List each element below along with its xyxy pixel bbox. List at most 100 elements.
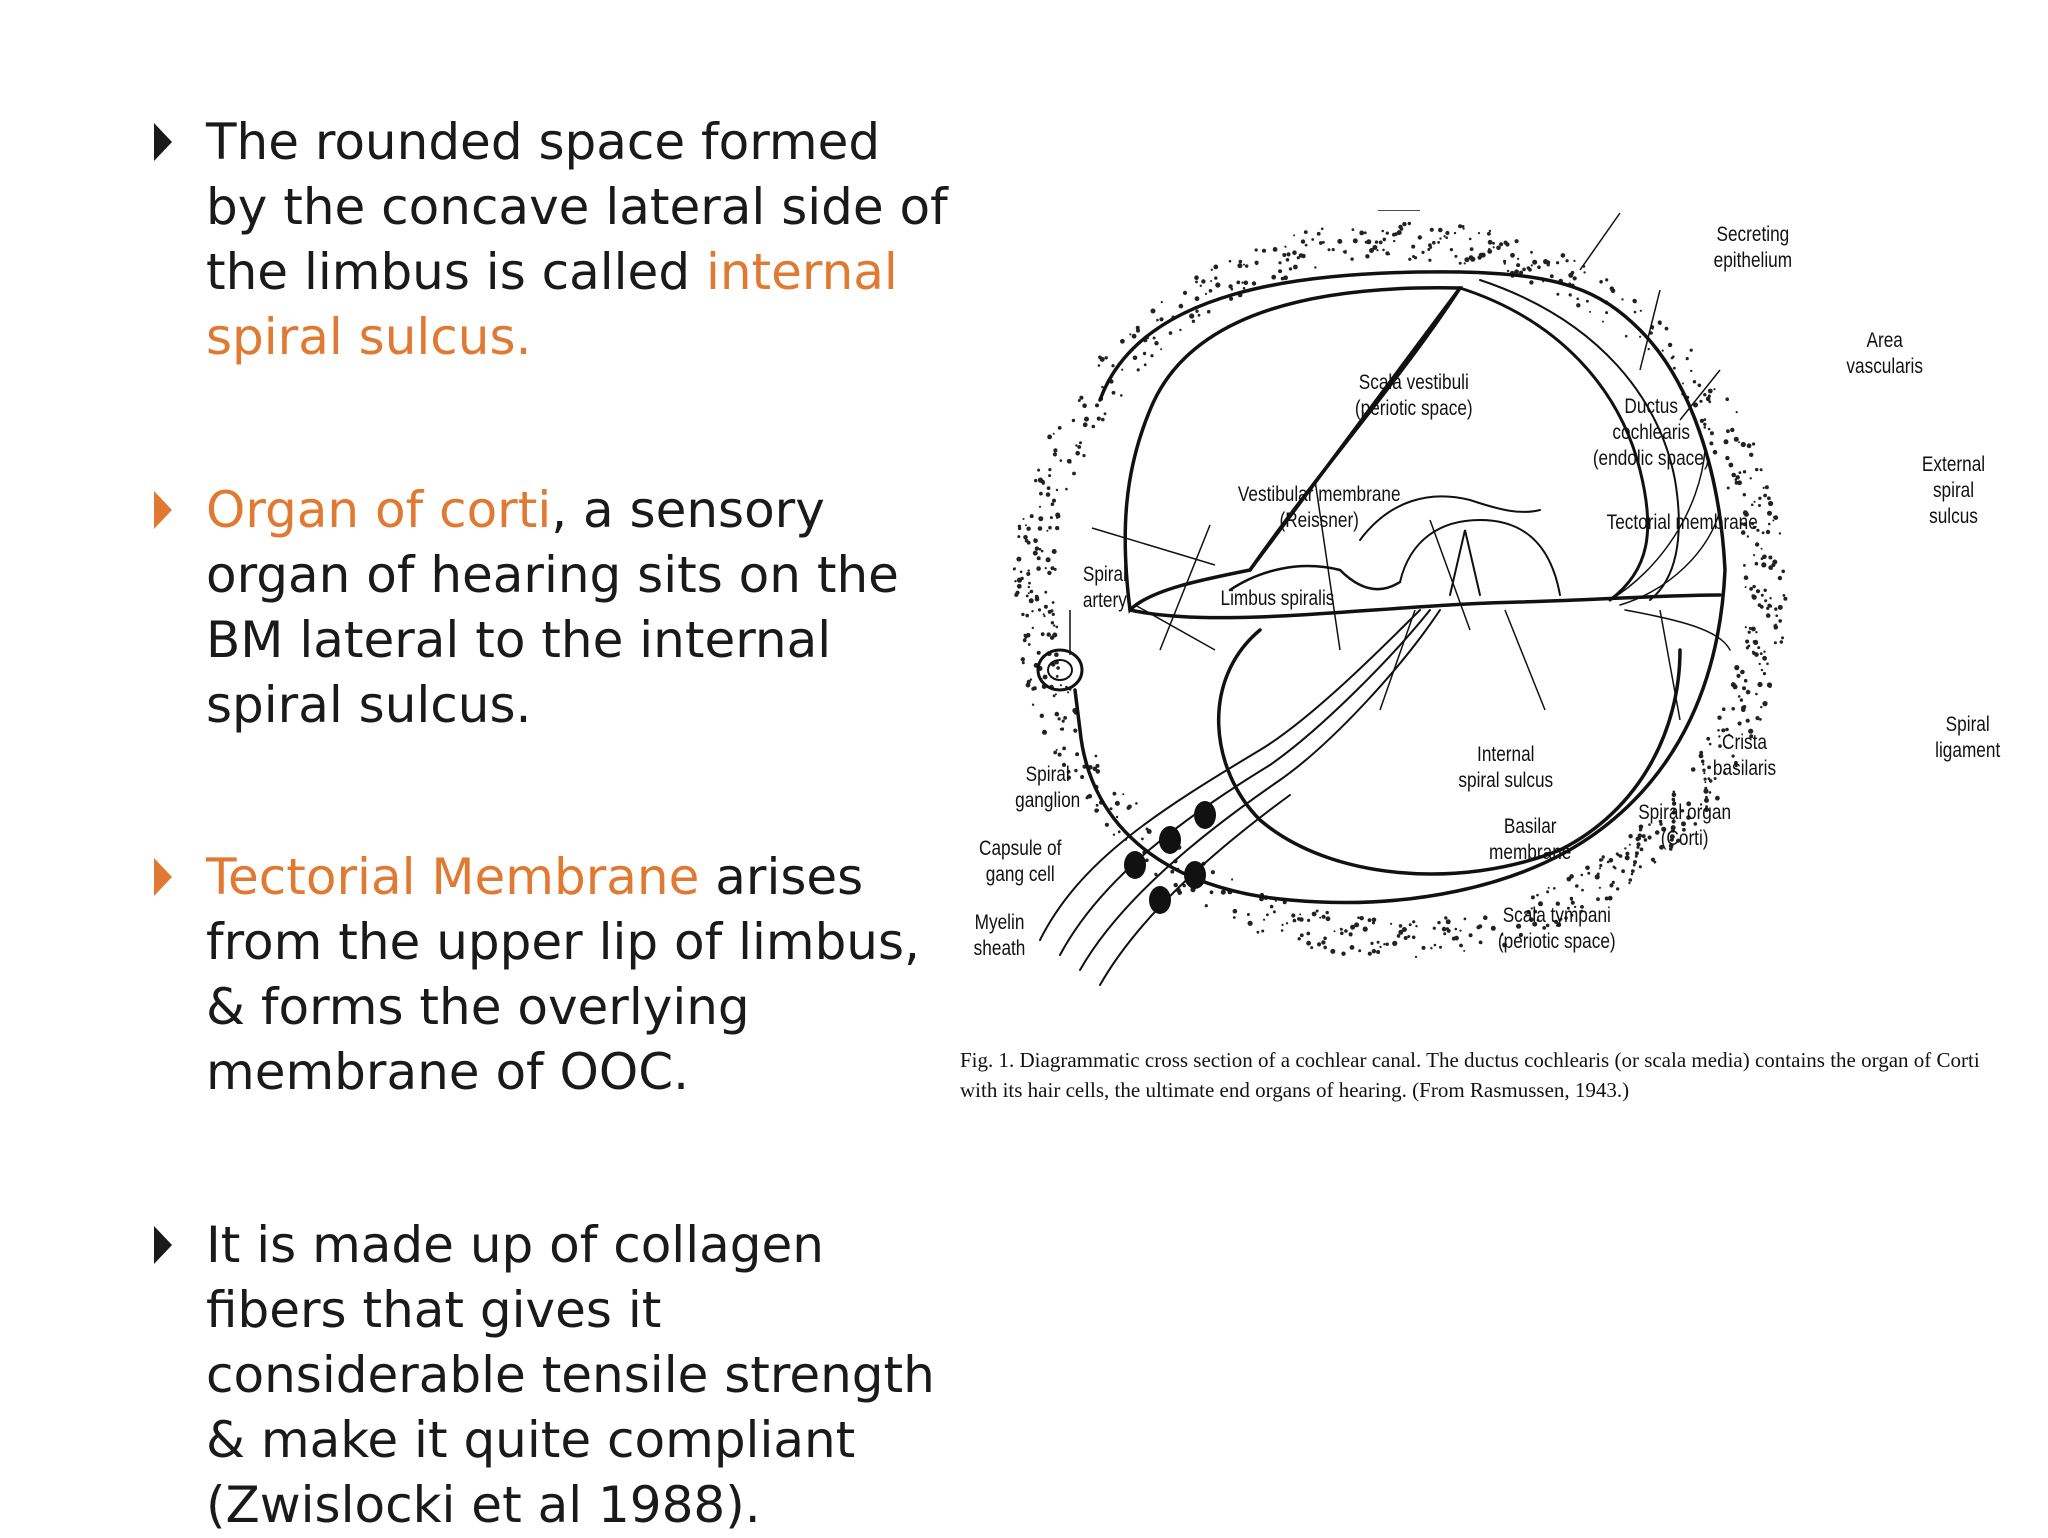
stipple-dot [1210, 870, 1215, 875]
stipple-dot [1609, 286, 1614, 291]
stipple-dot [1045, 492, 1051, 497]
label-capsule-gang-cell: Capsule of gang cell [979, 837, 1062, 886]
stipple-dot [1350, 924, 1356, 930]
stipple-dot [1703, 393, 1707, 397]
stipple-dot [1055, 512, 1061, 518]
stipple-dot [1742, 470, 1747, 474]
stipple-dot [1503, 259, 1507, 263]
stipple-dot [1050, 502, 1055, 507]
stipple-dot [1529, 917, 1534, 922]
stipple-dot [1263, 918, 1266, 921]
bullet-arrow-icon [154, 491, 172, 529]
stipple-dot [1742, 686, 1746, 691]
stipple-dot [1628, 834, 1633, 839]
highlight-term: internal spiral sulcus. [206, 243, 898, 366]
stipple-dot [1529, 280, 1534, 285]
stipple-dot [1764, 485, 1769, 490]
stipple-dot [1059, 459, 1063, 462]
stipple-dot [1339, 927, 1343, 931]
figure-caption: Fig. 1. Diagrammatic cross section of a … [960, 1048, 1980, 1102]
stipple-dot [1613, 866, 1617, 870]
stipple-dot [1762, 672, 1767, 676]
stipple-dot [1769, 597, 1772, 600]
stipple-dot [1607, 895, 1613, 901]
stipple-dot [1669, 838, 1673, 842]
stipple-dot [1596, 897, 1600, 902]
stipple-dot [1763, 588, 1767, 592]
stipple-dot [1085, 796, 1089, 800]
stipple-dot [1762, 486, 1765, 489]
stipple-dot [1036, 650, 1041, 655]
stipple-dot [1311, 238, 1315, 241]
stipple-dot [1731, 472, 1736, 478]
stipple-dot [1306, 931, 1311, 936]
stipple-dot [1094, 808, 1099, 813]
stipple-dot [1702, 768, 1706, 772]
stipple-dot [1630, 869, 1635, 873]
stipple-dot [1746, 443, 1752, 449]
stipple-dot [1699, 399, 1703, 403]
stipple-dot [1204, 904, 1208, 908]
stipple-dot [1586, 299, 1589, 303]
stipple-dot [1530, 895, 1535, 900]
stipple-dot [1428, 258, 1432, 262]
stipple-dot [1767, 510, 1772, 516]
stipple-dot [1709, 441, 1714, 446]
stipple-dot [1758, 496, 1762, 500]
bullet-arrow-icon [154, 858, 172, 896]
stipple-dot [1750, 503, 1754, 507]
stipple-dot [1463, 949, 1466, 952]
stipple-dot [1739, 698, 1744, 702]
stipple-dot [1697, 383, 1702, 388]
stipple-dot [1708, 791, 1712, 794]
stipple-dot [1311, 911, 1317, 917]
stipple-dot [1054, 652, 1059, 657]
stipple-dot [1767, 496, 1771, 501]
stipple-dot [1046, 529, 1049, 532]
stipple-dot [1021, 661, 1025, 665]
stipple-dot [1026, 571, 1031, 576]
stipple-dot [1075, 450, 1080, 456]
stipple-dot [1393, 239, 1396, 243]
stipple-dot [1438, 227, 1443, 233]
stipple-dot [1773, 625, 1779, 630]
stipple-dot [1319, 916, 1322, 919]
stipple-dot [1738, 441, 1740, 444]
stipple-dot [1025, 594, 1029, 598]
stipple-dot [1682, 382, 1684, 385]
stipple-dot [1767, 522, 1771, 526]
stipple-dot [1681, 821, 1686, 827]
stipple-dot [1189, 313, 1195, 319]
stipple-dot [1458, 261, 1462, 265]
stipple-dot [1062, 746, 1066, 751]
stipple-dot [1744, 626, 1747, 629]
stipple-dot [1704, 781, 1707, 784]
stipple-dot [1743, 575, 1749, 580]
stipple-dot [1765, 613, 1771, 618]
stipple-dot [1054, 711, 1060, 717]
stipple-dot [1349, 945, 1355, 950]
stipple-dot [1766, 662, 1769, 666]
stipple-dot [1403, 936, 1408, 940]
stipple-dot [1297, 937, 1301, 941]
stipple-dot [1094, 754, 1098, 758]
stipple-dot [1077, 445, 1082, 449]
stipple-dot [1632, 863, 1636, 867]
stipple-dot [1095, 769, 1101, 774]
stipple-dot [1538, 901, 1543, 907]
stipple-dot [1773, 515, 1776, 519]
stipple-dot [1061, 719, 1065, 723]
stipple-dot [1323, 936, 1327, 941]
stipple-dot [1210, 268, 1213, 271]
stipple-dot [1641, 834, 1646, 839]
stipple-dot [1129, 333, 1132, 336]
stipple-dot [1359, 230, 1365, 236]
stipple-dot [1208, 289, 1213, 293]
stipple-dot [1232, 916, 1236, 919]
stipple-dot [1755, 631, 1758, 634]
stipple-dot [1638, 824, 1644, 830]
stipple-dot [1669, 847, 1673, 851]
stipple-dot [1772, 519, 1775, 522]
stipple-dot [1445, 236, 1448, 239]
stipple-dot [1327, 248, 1331, 252]
